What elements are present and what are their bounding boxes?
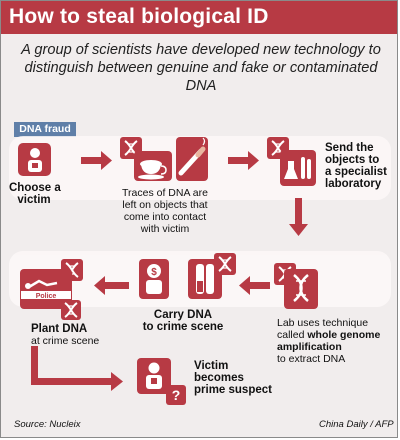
title-bar: How to steal biological ID [1, 1, 397, 34]
arrow-plant-to-suspect [31, 346, 123, 391]
subtitle: A group of scientists have developed new… [21, 42, 381, 94]
crime-scene-icon: Police [20, 259, 83, 320]
prime-suspect-icon: ? [137, 358, 186, 405]
source-note: Source: Nucleix [14, 419, 81, 430]
svg-text:$: $ [151, 267, 157, 278]
prime-suspect-label: Victim becomes prime suspect [194, 360, 272, 396]
section-tag: DNA fraud [14, 122, 76, 137]
police-tape-label: Police [36, 293, 57, 300]
page-title: How to steal biological ID [9, 5, 269, 28]
laboratory-icon [267, 137, 316, 186]
arrow-choose-to-traces [81, 151, 112, 170]
dna-extraction-icon [274, 263, 318, 309]
dna-traces-label: Traces of DNA are left on objects that c… [122, 187, 208, 235]
plant-dna-label: Plant DNA at crime scene [31, 323, 100, 347]
carry-dna-icon: $ [139, 253, 236, 299]
carry-dna-label: Carry DNA to crime scene [142, 309, 224, 333]
choose-victim-icon [18, 143, 51, 176]
arrow-carry-to-plant [94, 276, 129, 295]
question-mark: ? [172, 387, 181, 403]
dna-traces-icon [120, 137, 208, 181]
arrow-traces-to-send [228, 151, 259, 170]
lab-technique-label: Lab uses technique called whole genome a… [277, 317, 381, 365]
arrow-send-to-lab [289, 198, 308, 236]
send-objects-label: Send the objects to a specialist laborat… [325, 142, 388, 190]
credit-note: China Daily / AFP [319, 419, 394, 430]
choose-victim-label: Choose a victim [9, 182, 61, 206]
arrow-lab-to-carry [239, 276, 270, 295]
